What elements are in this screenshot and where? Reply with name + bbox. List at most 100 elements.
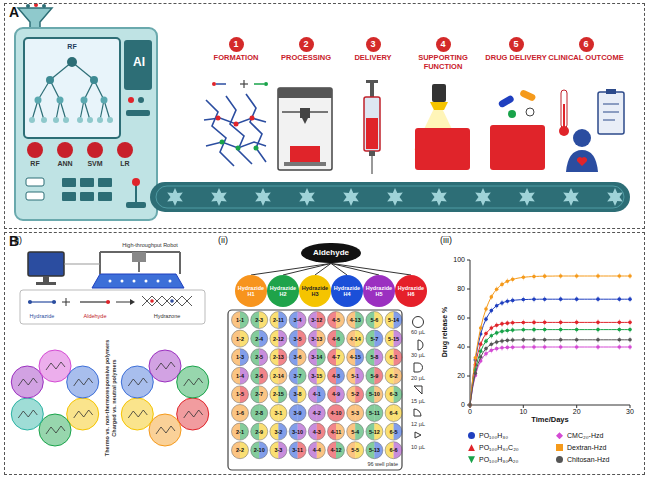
conveyor-belt (150, 182, 630, 212)
data-point (628, 328, 632, 332)
data-point (495, 287, 499, 291)
data-point (511, 338, 515, 342)
data-point (484, 307, 488, 311)
connector (251, 263, 331, 275)
hydrazide-circle: Hydrazide H5 (363, 275, 395, 307)
polymer-circle (149, 414, 181, 446)
panel-box: BAldehydeHydrazide H1Hydrazide H2Hydrazi… (4, 232, 645, 475)
callout-number: 4 (436, 37, 451, 52)
node-label: Hydrazide H3 (301, 285, 330, 298)
axis-title: Drug release % (441, 307, 449, 358)
well-outline (385, 405, 402, 422)
volume-label: 12 µL (411, 421, 425, 427)
step-marker: 4SUPPORTING FUNCTION (404, 37, 482, 71)
polymer-chain (128, 410, 147, 418)
subpanel-label: (i) (14, 236, 22, 246)
formation-icon (243, 80, 244, 88)
well-plate (228, 310, 402, 470)
data-point (468, 403, 472, 407)
volume-shapes (414, 409, 421, 416)
well-label: 1-3 (236, 354, 244, 360)
data-point (479, 342, 483, 346)
ai-machine (97, 117, 103, 123)
chart-axes (470, 405, 630, 406)
belt-star (211, 188, 227, 206)
well-label: 3-7 (294, 373, 302, 379)
well-label: 3-4 (294, 317, 302, 323)
tick-label: 0 (468, 408, 472, 416)
well-label: 4-7 (332, 354, 340, 360)
formation-icon (254, 83, 264, 85)
well-label: 2-14 (273, 373, 284, 379)
well-label: 5-11 (369, 410, 380, 416)
drug-delivery-icon (490, 125, 545, 170)
data-point (628, 297, 632, 301)
clinical-icon (573, 129, 591, 147)
well-label: 3-3 (274, 447, 282, 453)
well-label: 3-14 (311, 354, 322, 360)
polymer-circle (67, 366, 99, 398)
release-curve (470, 330, 630, 405)
belt-star (519, 188, 535, 206)
well-label: 2-9 (255, 429, 263, 435)
well-label: 3-12 (311, 317, 322, 323)
chart-axes (576, 405, 577, 408)
well-label: 2-5 (255, 354, 263, 360)
data-point (490, 309, 494, 313)
screen-label: RF (67, 43, 76, 51)
chemistry-strip (142, 296, 192, 306)
well-label: 4-11 (331, 429, 342, 435)
legend-swatch (556, 456, 563, 463)
ai-machine (29, 117, 35, 123)
data-point (618, 345, 622, 349)
chemistry-strip (66, 298, 67, 306)
well-outline (308, 330, 325, 347)
robot-illustration (43, 276, 49, 282)
machine-label: AI (133, 56, 145, 69)
data-point (522, 276, 526, 280)
legend-item: PO₁₀₀H₃₀A₂₀ (468, 456, 518, 464)
data-point (468, 403, 472, 407)
clinical-icon (559, 126, 569, 136)
data-point (490, 295, 494, 299)
data-point (575, 274, 579, 278)
well-label: 3-13 (311, 336, 322, 342)
data-point (532, 338, 536, 342)
clinical-icon (559, 89, 624, 172)
ai-machine (87, 117, 93, 123)
well-outline (289, 405, 306, 422)
well-label: 2-6 (255, 373, 263, 379)
polymer-circle (177, 366, 209, 398)
data-point (506, 346, 510, 350)
robot-illustration (100, 252, 180, 274)
well-label: 5-15 (388, 336, 399, 342)
well-outline (270, 386, 287, 403)
ai-machine (128, 97, 134, 103)
syringe-icon (371, 156, 372, 174)
chart-axes (467, 260, 630, 408)
legend-text: PO₁₀₀H₃₀ (479, 432, 508, 440)
step-name: PROCESSING (267, 54, 345, 63)
data-point (543, 297, 547, 301)
well-label: 4-4 (313, 447, 321, 453)
drug-delivery-icon (498, 94, 515, 108)
aldehyde-ellipse: Aldehyde (301, 243, 361, 264)
well-outline (385, 423, 402, 440)
well-label: 3-2 (274, 429, 282, 435)
printer-icon (302, 118, 308, 124)
data-point (490, 342, 494, 346)
ai-machine (62, 178, 76, 187)
ai-machine (132, 178, 140, 186)
ai-machine (81, 97, 88, 104)
well-outline (289, 367, 306, 384)
well-outline (385, 330, 402, 347)
data-point (484, 352, 488, 356)
ai-machine (67, 57, 77, 67)
volume-shapes (413, 317, 424, 328)
well-label: 1-2 (236, 336, 244, 342)
data-point (500, 346, 504, 350)
data-point (559, 321, 563, 325)
belt-star (475, 188, 491, 206)
well-outline (347, 349, 364, 366)
belt-star (299, 188, 315, 206)
